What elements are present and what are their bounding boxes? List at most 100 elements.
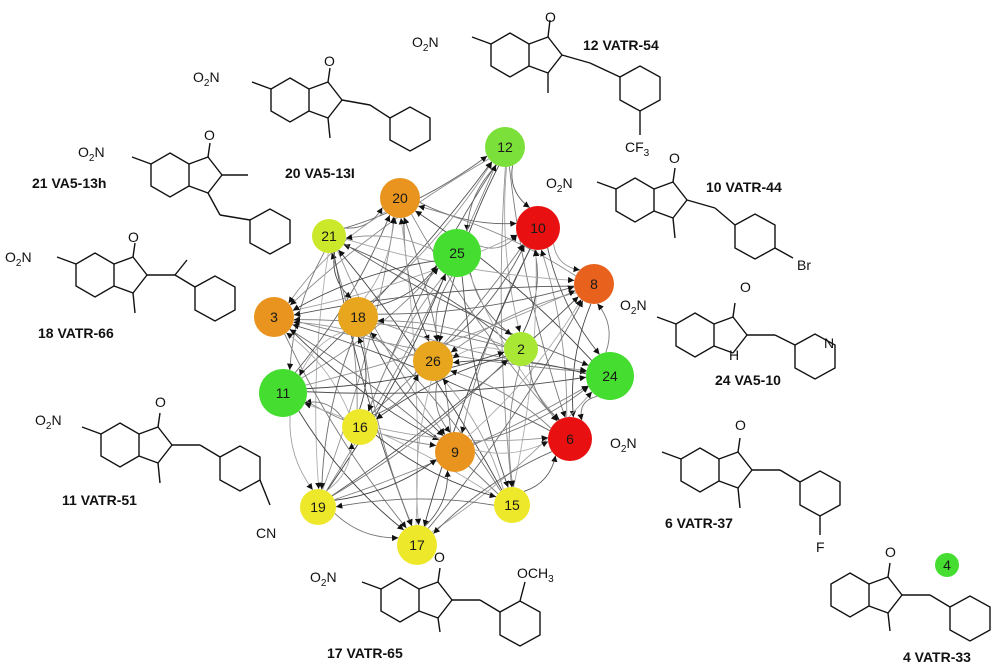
node-label: 9 [451,444,459,460]
node-label: 6 [566,431,574,447]
network-edge [442,378,504,490]
node-label: 17 [409,537,425,553]
node-circle [312,219,346,253]
network-node-3[interactable]: 3 [254,297,294,337]
compound-6-nitro-text: O2N [610,435,637,455]
network-edge [411,214,558,422]
network-node-16[interactable]: 16 [342,409,378,445]
compound-17-och3-text: OCH3 [517,565,554,585]
compound-18-structure [56,242,236,322]
network-node-20[interactable]: 20 [380,178,420,218]
node-label: 2 [517,341,525,357]
network-edge [540,249,568,418]
network-node-19[interactable]: 19 [300,489,336,525]
network-edge [424,470,451,527]
compound-12-cf3-text: CF3 [625,139,650,159]
node-label: 19 [310,499,326,515]
network-node-18[interactable]: 18 [338,297,378,337]
node-circle [254,297,294,337]
node-circle [586,352,634,400]
network-edge [472,386,589,444]
compound-11-label: 11 VATR-51 [62,492,137,508]
network-edge [415,210,593,361]
compound-10-carbonyl-text: O [669,150,680,166]
network-edge [450,369,552,429]
compound-24-nh-text: H [729,347,739,363]
node-circle [413,341,453,381]
node-label: 3 [270,309,278,325]
network-node-15[interactable]: 15 [494,487,530,523]
network-node-10[interactable]: 10 [516,206,560,250]
compound-20-structure [251,67,431,152]
network-node-21[interactable]: 21 [312,219,346,253]
compound-17-carbonyl-text: O [434,549,445,565]
node-circle [494,487,530,523]
network-edge [315,252,329,490]
compound-11-nitro-text: O2N [35,412,62,432]
network-edge [398,217,418,526]
compound-17-nitro-text: O2N [310,569,337,589]
node-label: 20 [392,190,408,206]
network-edge [293,285,575,317]
network-edge [500,166,515,488]
network-node-12[interactable]: 12 [485,127,525,167]
node-circle [259,369,307,417]
network-edge [343,244,507,341]
network-edge [431,391,593,533]
network-node-9[interactable]: 9 [435,432,475,472]
compound-21-carbonyl-text: O [204,127,215,143]
node-label: 21 [321,228,337,244]
compound-10-label: 10 VATR-44 [706,179,782,195]
network-node-11[interactable]: 11 [259,369,307,417]
network-edge [508,166,567,418]
network-edge [343,243,589,367]
network-edge [371,244,524,414]
network-node-2[interactable]: 2 [504,332,538,366]
compound-6-label: 6 VATR-37 [665,515,733,531]
network-edge [414,380,432,526]
network-edge [304,402,497,498]
network-edge [331,296,579,497]
network-edge [553,243,580,273]
network-node-4[interactable]: 4 [935,553,959,577]
compound-24-label: 24 VA5-10 [715,372,781,388]
node-circle [397,525,437,565]
compound-11-structure [81,412,271,506]
network-edge [298,410,405,531]
network-edge [461,276,510,488]
network-node-17[interactable]: 17 [397,525,437,565]
network-edge [427,300,584,529]
network-edge [597,303,610,353]
compound-21-label: 21 VA5-13h [32,175,106,191]
network-edge [370,332,501,492]
node-label: 4 [943,557,951,573]
compound-20-nitro-text: O2N [193,69,220,89]
compound-12-carbonyl-text: O [545,9,556,25]
network-edge [403,217,430,342]
network-edge [345,234,434,251]
network-edge [292,260,435,311]
compound-4-structure [830,562,991,642]
compound-11-carbonyl-text: O [155,394,166,410]
network-node-8[interactable]: 8 [574,264,614,304]
network-node-26[interactable]: 26 [413,341,453,381]
network-edge [435,380,451,433]
network-edge [289,415,314,491]
compound-18-carbonyl-text: O [128,229,139,245]
network-node-24[interactable]: 24 [586,352,634,400]
network-node-6[interactable]: 6 [548,417,592,461]
compound-20-carbonyl-text: O [324,53,335,69]
node-label: 10 [530,220,546,236]
network-node-25[interactable]: 25 [433,229,481,277]
compound-17-structure [361,567,541,647]
compound-17-label: 17 VATR-65 [327,645,403,661]
compound-18-nitro-text: O2N [5,249,32,269]
network-edge [306,351,505,390]
network-edge [333,252,413,526]
network-edge [569,303,592,418]
network-edge [335,498,495,509]
network-nodes: 12 20 10 21 25 8 3 18 2 24 26 11 16 9 6 19 15 17 4 [254,127,959,577]
compound-24-carbonyl-text: O [740,279,751,295]
network-edge [377,285,575,315]
